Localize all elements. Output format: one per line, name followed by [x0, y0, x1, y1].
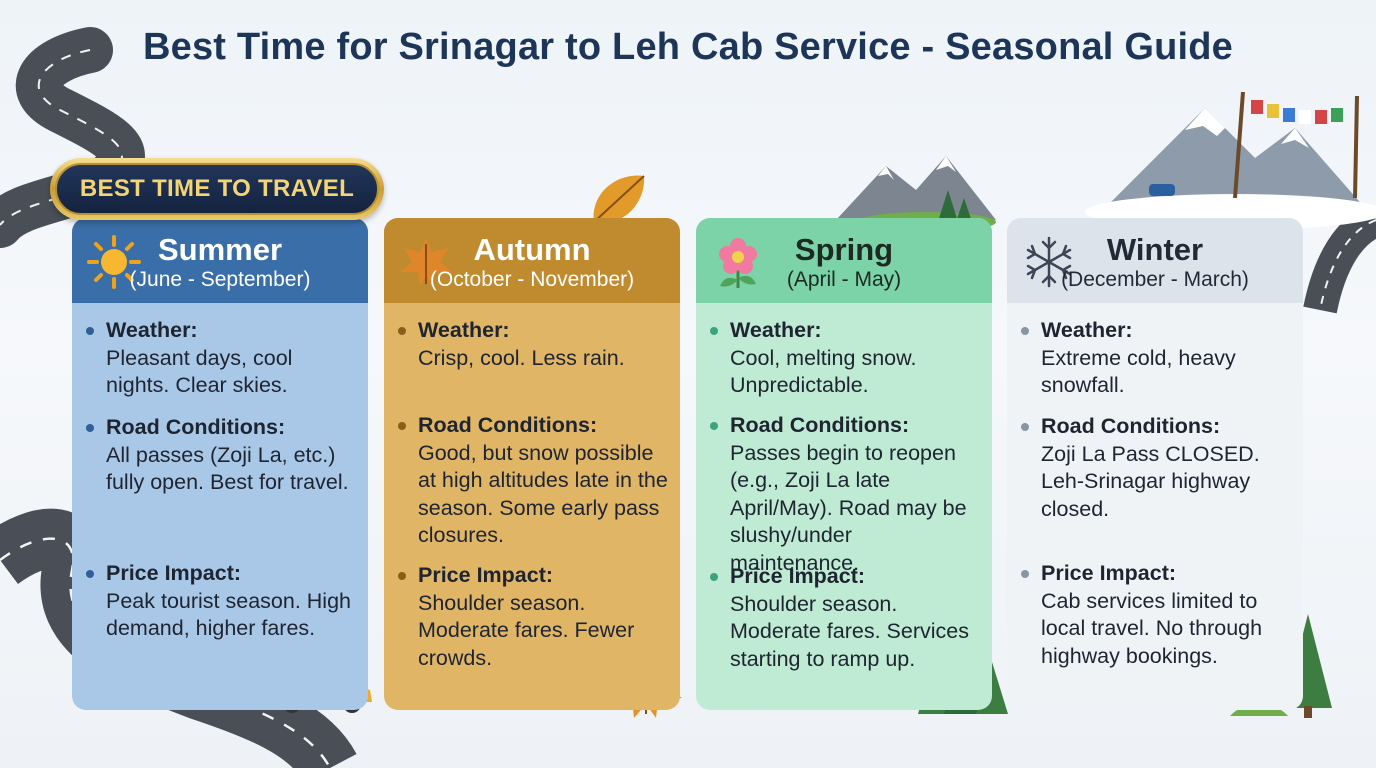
road-section: Road Conditions: Passes begin to reopen … [710, 412, 984, 577]
road-label: Road Conditions: [730, 413, 910, 437]
weather-text: Cool, melting snow. Unpredictable. [730, 345, 917, 398]
bullet-dot [1021, 423, 1029, 431]
bullet-dot [710, 327, 718, 335]
season-card-header: Summer (June - September) [72, 218, 368, 303]
autumn-leaf-top-illustration [593, 175, 645, 223]
weather-text: Extreme cold, heavy snowfall. [1041, 345, 1236, 398]
price-label: Price Impact: [1041, 561, 1177, 585]
season-months: (April - May) [786, 268, 902, 291]
weather-text: Pleasant days, cool nights. Clear skies. [106, 345, 293, 398]
page-title: Best Time for Srinagar to Leh Cab Servic… [143, 26, 1233, 68]
best-time-badge: BEST TIME TO TRAVEL [50, 158, 384, 220]
bullet-dot [86, 424, 94, 432]
best-time-badge-label: BEST TIME TO TRAVEL [55, 163, 379, 215]
road-text: Zoji La Pass CLOSED. Leh-Srinagar highwa… [1041, 441, 1260, 521]
price-section: Price Impact: Shoulder season. Moderate … [710, 563, 984, 673]
weather-label: Weather: [418, 318, 510, 342]
season-card-spring: Spring (April - May) Weather: Cool, melt… [696, 218, 992, 710]
bullet-dot [1021, 570, 1029, 578]
road-text: All passes (Zoji La, etc.) fully open. B… [106, 442, 349, 495]
maple-leaf-icon [400, 238, 452, 286]
season-card-header: Winter (December - March) [1007, 218, 1303, 303]
weather-section: Weather: Pleasant days, cool nights. Cle… [86, 317, 360, 400]
season-card-header: Autumn (October - November) [384, 218, 680, 303]
flower-icon [719, 238, 757, 288]
road-label: Road Conditions: [1041, 414, 1221, 438]
season-months: (December - March) [1061, 268, 1249, 291]
season-months: (October - November) [429, 268, 635, 291]
road-section: Road Conditions: All passes (Zoji La, et… [86, 414, 360, 497]
season-name: Summer [157, 232, 283, 267]
bullet-dot [710, 422, 718, 430]
price-text: Peak tourist season. High demand, higher… [106, 588, 351, 641]
price-section: Price Impact: Peak tourist season. High … [86, 560, 360, 643]
weather-text: Crisp, cool. Less rain. [418, 345, 625, 370]
bullet-dot [86, 570, 94, 578]
road-label: Road Conditions: [106, 415, 286, 439]
weather-section: Weather: Extreme cold, heavy snowfall. [1021, 317, 1295, 400]
road-label: Road Conditions: [418, 413, 598, 437]
weather-section: Weather: Crisp, cool. Less rain. [398, 317, 672, 372]
weather-section: Weather: Cool, melting snow. Unpredictab… [710, 317, 984, 400]
price-text: Shoulder season. Moderate fares. Service… [730, 591, 969, 671]
price-label: Price Impact: [418, 563, 554, 587]
season-card-autumn: Autumn (October - November) Weather: Cri… [384, 218, 680, 710]
season-card-winter: Winter (December - March) Weather: Extre… [1007, 218, 1303, 710]
price-label: Price Impact: [106, 561, 242, 585]
season-name: Winter [1106, 232, 1204, 267]
price-section: Price Impact: Shoulder season. Moderate … [398, 562, 672, 672]
winding-road-right-illustration [1303, 204, 1376, 314]
season-card-header: Spring (April - May) [696, 218, 992, 303]
snowy-mountains-prayer-flags-illustration [1085, 91, 1376, 228]
bullet-dot [398, 422, 406, 430]
weather-label: Weather: [730, 318, 822, 342]
bullet-dot [398, 572, 406, 580]
season-card-summer: Summer (June - September) Weather: Pleas… [72, 218, 368, 710]
season-months: (June - September) [129, 268, 311, 291]
snowflake-icon [1026, 236, 1072, 288]
bullet-dot [710, 573, 718, 581]
bullet-dot [1021, 327, 1029, 335]
road-section: Road Conditions: Zoji La Pass CLOSED. Le… [1021, 413, 1295, 523]
weather-label: Weather: [1041, 318, 1133, 342]
road-text: Passes begin to reopen (e.g., Zoji La la… [730, 440, 967, 575]
road-section: Road Conditions: Good, but snow possible… [398, 412, 672, 550]
price-text: Shoulder season. Moderate fares. Fewer c… [418, 590, 635, 670]
road-text: Good, but snow possible at high altitude… [418, 440, 668, 548]
sun-icon [87, 235, 141, 289]
season-name: Autumn [473, 232, 591, 267]
price-text: Cab services limited to local travel. No… [1041, 588, 1263, 668]
price-section: Price Impact: Cab services limited to lo… [1021, 560, 1295, 670]
season-name: Spring [794, 232, 894, 267]
weather-label: Weather: [106, 318, 198, 342]
price-label: Price Impact: [730, 564, 866, 588]
bullet-dot [86, 327, 94, 335]
bullet-dot [398, 327, 406, 335]
